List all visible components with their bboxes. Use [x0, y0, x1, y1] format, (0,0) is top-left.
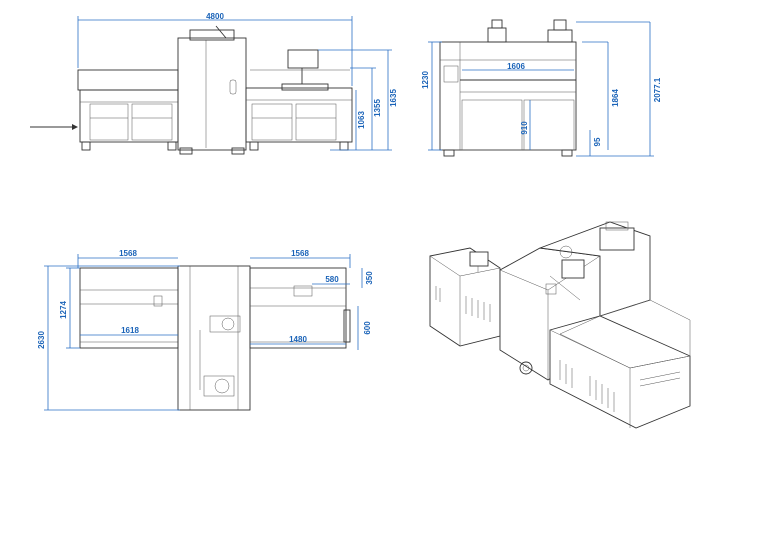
top-view: 1568 1568 580 350 1274 2630 1618 1480 60… [37, 249, 374, 411]
dim-conveyor-1618: 1618 [121, 326, 139, 335]
dim-base-95: 95 [593, 137, 602, 146]
dim-left-depth: 1274 [59, 301, 68, 319]
dim-right-600: 600 [363, 321, 372, 335]
dim-left-height: 1230 [421, 71, 430, 89]
dim-height-1864: 1864 [611, 89, 620, 107]
dim-overall-height: 2077.1 [653, 77, 662, 102]
dim-height-1063: 1063 [357, 111, 366, 129]
dim-small-350: 350 [365, 271, 374, 285]
feed-arrow-head [72, 124, 78, 130]
dim-small-580: 580 [325, 275, 339, 284]
dim-conveyor-1480: 1480 [289, 335, 307, 344]
dim-right-width: 1568 [291, 249, 309, 258]
front-view: 4800 1063 1355 1635 [30, 12, 398, 155]
dim-overall-depth: 2630 [37, 331, 46, 349]
isometric-view [429, 221, 691, 429]
dim-inner-width: 1606 [507, 62, 525, 71]
dim-overall-width: 4800 [206, 12, 224, 21]
dim-left-width: 1568 [119, 249, 137, 258]
dim-height-1635: 1635 [389, 89, 398, 107]
dim-height-1355: 1355 [373, 99, 382, 117]
dim-lower-910: 910 [520, 121, 529, 135]
side-view: 1606 1230 1864 2077.1 910 95 [421, 19, 662, 157]
